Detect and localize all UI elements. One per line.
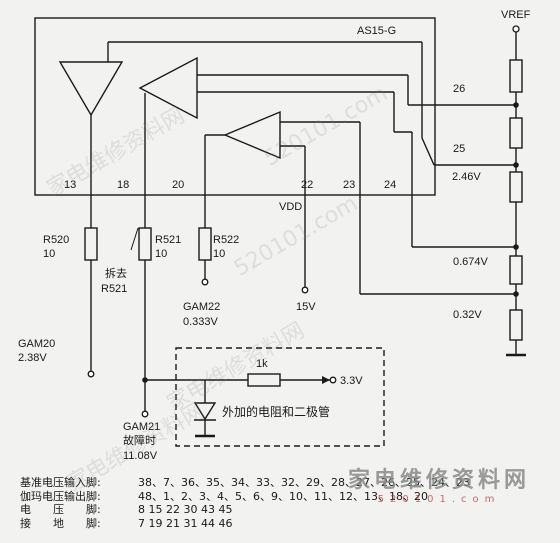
opamp-2 <box>138 56 198 120</box>
diode <box>193 402 217 421</box>
resistor-r522 <box>198 227 212 261</box>
r520-name: R520 <box>43 234 69 246</box>
vref-terminal <box>512 25 520 33</box>
legend-value: 8 15 22 30 43 45 <box>138 503 233 516</box>
legend-value: 48、1、2、3、4、5、6、9、10、11、12、13、18、20 <box>138 489 428 503</box>
vdd-label: VDD <box>279 201 302 213</box>
pin-legend: 基准电压输入脚: 38、7、36、35、34、33、32、29、28、27、26… <box>20 476 550 530</box>
gam21-name: GAM21 <box>123 421 160 433</box>
opamp-3 <box>223 110 281 160</box>
gam21-fault: 故障时 <box>123 433 156 447</box>
chip-name: AS15-G <box>357 25 396 37</box>
logo-sub: 520101.com <box>377 494 501 505</box>
legend-row-power-pins: 电 压 脚: 8 15 22 30 43 45 <box>20 503 550 517</box>
pin-18: 18 <box>117 179 129 191</box>
voltage-2-46: 2.46V <box>452 171 481 183</box>
legend-label: 基准电压输入脚: <box>20 476 101 489</box>
added-components-box <box>175 347 385 447</box>
legend-row-gamma-outputs: 伽玛电压输出脚: 48、1、2、3、4、5、6、9、10、11、12、13、18… <box>20 490 550 504</box>
resistor-1k <box>247 373 281 387</box>
gam22-name: GAM22 <box>183 301 220 313</box>
pin-26: 26 <box>453 83 465 95</box>
pin-23: 23 <box>343 179 355 191</box>
r521-value: 10 <box>155 248 167 260</box>
r522-value: 10 <box>213 248 225 260</box>
legend-row-reference-inputs: 基准电压输入脚: 38、7、36、35、34、33、32、29、28、27、26… <box>20 476 550 490</box>
resistor-1k-label: 1k <box>256 358 268 370</box>
site-logo: 家电维修资料网 520101.com <box>322 462 556 505</box>
legend-label: 电 压 脚: <box>20 503 101 516</box>
voltage-0-32: 0.32V <box>453 309 482 321</box>
pin-20: 20 <box>172 179 184 191</box>
voltage-0-674: 0.674V <box>453 256 489 268</box>
logo-main: 家电维修资料网 <box>347 468 530 493</box>
vdd-value: 15V <box>296 301 316 313</box>
vref-label: VREF <box>501 9 531 21</box>
vdd-terminal <box>301 286 309 294</box>
gam22-terminal <box>201 278 209 286</box>
r522-name: R522 <box>213 234 239 246</box>
gam20-name: GAM20 <box>18 338 55 350</box>
gam21-value: 11.08V <box>123 450 158 462</box>
resistor-r521 <box>138 227 152 261</box>
gam22-value: 0.333V <box>183 316 219 328</box>
gam20-terminal <box>87 370 95 378</box>
added-components-note: 外加的电阻和二极管 <box>222 404 330 419</box>
pin-25: 25 <box>453 143 465 155</box>
pin-24: 24 <box>384 179 396 191</box>
legend-value: 38、7、36、35、34、33、32、29、28、27、26、25、24、23 <box>138 476 470 489</box>
legend-label: 接 地 脚: <box>20 516 101 530</box>
supply-3-3v: 3.3V <box>340 375 363 387</box>
opamp-1 <box>58 61 124 117</box>
legend-label: 伽玛电压输出脚: <box>20 489 101 503</box>
remove-note-line1: 拆去 <box>105 266 127 280</box>
r520-value: 10 <box>43 248 55 260</box>
gam21-terminal <box>141 410 149 418</box>
legend-value: 7 19 21 31 44 46 <box>138 516 233 530</box>
r521-name: R521 <box>155 234 181 246</box>
chip-outline <box>34 17 436 196</box>
supply-terminal <box>329 376 337 384</box>
legend-row-ground-pins: 接 地 脚: 7 19 21 31 44 46 <box>20 517 550 531</box>
resistor-r520 <box>84 227 98 261</box>
pin-13: 13 <box>64 179 76 191</box>
pin-22: 22 <box>301 179 313 191</box>
remove-note-line2: R521 <box>101 283 127 295</box>
gam20-value: 2.38V <box>18 352 47 364</box>
